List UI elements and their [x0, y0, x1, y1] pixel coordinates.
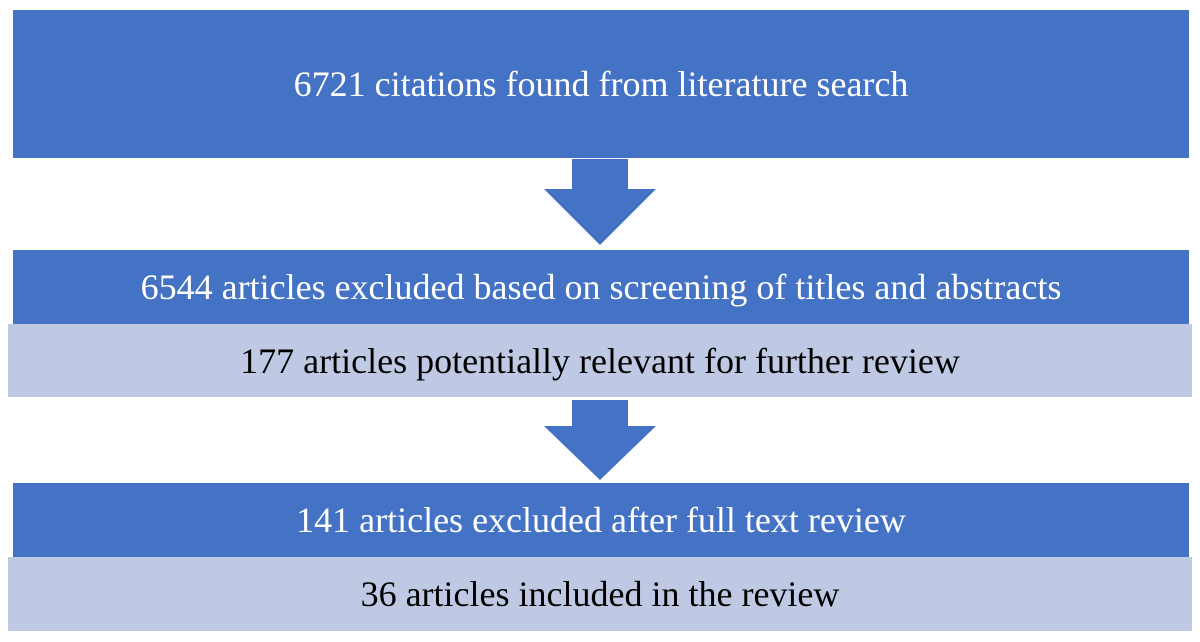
- excluded-screening-text: 6544 articles excluded based on screenin…: [140, 267, 1062, 307]
- excluded-screening-box: 6544 articles excluded based on screenin…: [13, 250, 1189, 324]
- included-review-box: 36 articles included in the review: [8, 557, 1192, 631]
- excluded-fulltext-text: 141 articles excluded after full text re…: [296, 500, 906, 540]
- excluded-fulltext-box: 141 articles excluded after full text re…: [13, 483, 1189, 557]
- included-review-text: 36 articles included in the review: [360, 574, 840, 614]
- potentially-relevant-text: 177 articles potentially relevant for fu…: [240, 340, 960, 381]
- down-arrow-icon: [544, 400, 656, 480]
- down-arrow-icon: [544, 159, 656, 245]
- potentially-relevant-box: 177 articles potentially relevant for fu…: [8, 324, 1192, 397]
- citations-found-box: 6721 citations found from literature sea…: [13, 10, 1189, 158]
- citations-found-text: 6721 citations found from literature sea…: [293, 64, 909, 104]
